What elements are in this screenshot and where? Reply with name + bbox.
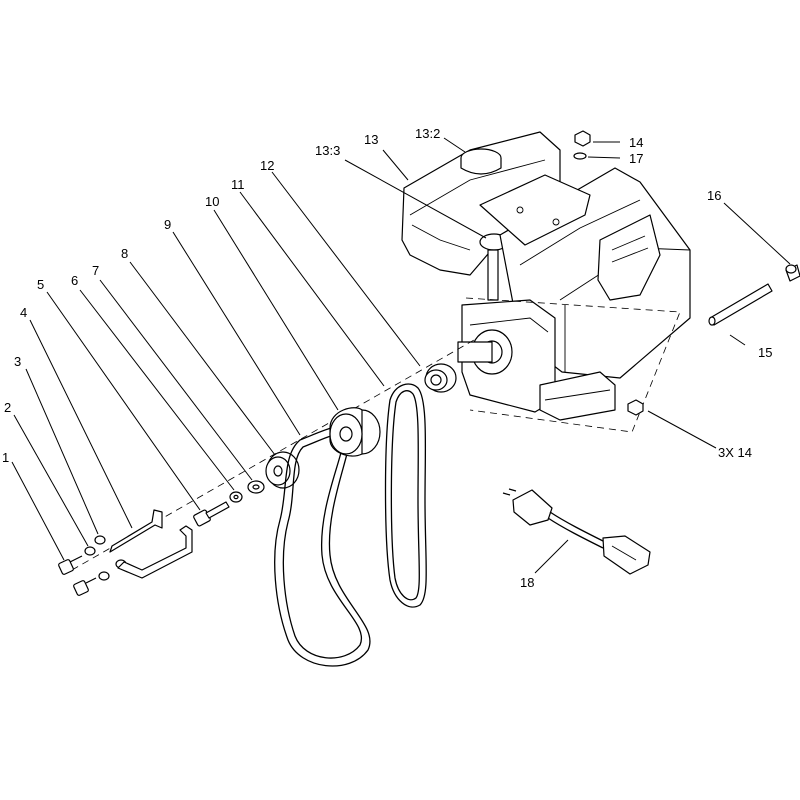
callout-11: 11 (231, 177, 245, 192)
callout-15: 15 (758, 345, 772, 360)
callout-10: 10 (205, 194, 219, 209)
callout-7: 7 (92, 263, 99, 278)
engine-assembly (401, 131, 691, 433)
callout-2: 2 (4, 400, 11, 415)
power-cord (502, 488, 651, 575)
pulley-11 (329, 407, 381, 457)
callout-13-2: 13:2 (415, 126, 440, 141)
callout-6: 6 (71, 273, 78, 288)
belt-large (274, 425, 371, 667)
hardware-parts (58, 451, 300, 596)
pulley-12 (424, 363, 457, 393)
belt-small (384, 383, 427, 608)
callout-3: 3 (14, 354, 21, 369)
callout-5: 5 (37, 277, 44, 292)
callout-9: 9 (164, 217, 171, 232)
callout-8: 8 (121, 246, 128, 261)
leader-lines (11, 137, 791, 574)
right-hardware (573, 130, 800, 416)
callout-18: 18 (520, 575, 534, 590)
callout-16: 16 (707, 188, 721, 203)
callout-14: 14 (629, 135, 643, 150)
callout-13: 13 (364, 132, 378, 147)
callout-4: 4 (20, 305, 27, 320)
callout-3x14: 3X 14 (718, 445, 752, 460)
callout-12: 12 (260, 158, 274, 173)
callout-labels: 1 2 3 4 5 6 7 8 9 10 11 12 13:3 13 13:2 … (2, 126, 772, 590)
callout-13-3: 13:3 (315, 143, 340, 158)
callout-1: 1 (2, 450, 9, 465)
callout-17: 17 (629, 151, 643, 166)
